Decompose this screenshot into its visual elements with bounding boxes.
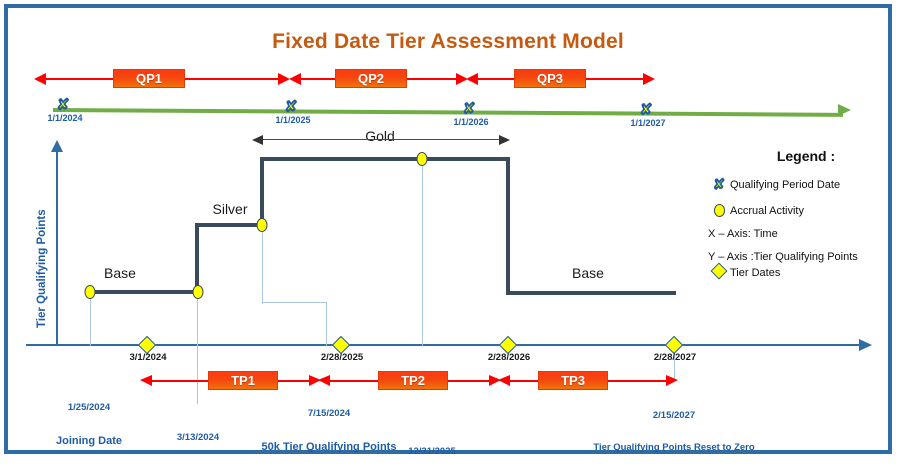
- circle-icon: [708, 204, 730, 217]
- qp-date-label-4: 1/1/2027: [630, 118, 666, 128]
- step-base-1: [90, 290, 198, 294]
- qp2-left-arrow-icon: [289, 73, 301, 85]
- qp-date-marker-icon-3: ✘: [462, 100, 476, 118]
- legend-item-tier-dates: Tier Dates: [708, 262, 904, 280]
- annotation-4: 12/31/2025 10k Tier Qualifying Points: [365, 426, 500, 466]
- guide-line-gold-drop: [326, 302, 327, 346]
- guide-line-gold-v: [262, 224, 263, 304]
- accrual-dot-1: [84, 285, 96, 299]
- y-axis-line: [56, 149, 58, 345]
- step-rise-gold: [260, 157, 264, 227]
- qp1-right-arrow-icon: [278, 73, 290, 85]
- annotation-2: 3/13/2024 25k Tier Qualifying Points Upg…: [131, 412, 266, 466]
- step-base-2: [506, 291, 676, 295]
- legend-label-2: Accrual Activity: [730, 204, 804, 217]
- x-axis-arrow-icon: [859, 339, 872, 351]
- accrual-dot-3: [256, 218, 268, 232]
- accrual-dot-4: [416, 152, 428, 166]
- qp3-left-arrow-icon: [466, 73, 478, 85]
- diagram-frame: Fixed Date Tier Assessment Model QP1 QP2…: [4, 4, 892, 466]
- step-silver-plateau: [195, 223, 264, 227]
- tp2-bar[interactable]: TP2: [378, 371, 448, 390]
- y-axis-label: Tier Qualifying Points: [36, 209, 48, 328]
- legend-label-5: Tier Dates: [730, 266, 781, 279]
- tier-date-label-1: 3/1/2024: [129, 352, 167, 363]
- guide-line-silver: [197, 294, 198, 404]
- annotation-5: 2/15/2027 Tier Qualifying Points Reset t…: [593, 390, 754, 466]
- tp2-right-arrow-icon: [489, 375, 501, 386]
- step-rise-silver: [195, 223, 199, 294]
- annotation-3-date: 7/15/2024: [307, 408, 351, 420]
- legend-item-x-axis: X – Axis: Time: [708, 228, 778, 240]
- tier-date-label-4: 2/28/2027: [653, 352, 697, 363]
- qualifying-timeline-line: [52, 108, 843, 117]
- qp-date-label-1: 1/1/2024: [47, 113, 83, 123]
- tier-label-base-2: Base: [572, 265, 604, 281]
- legend-item-qualifying-period-date: ✘ Qualifying Period Date: [708, 175, 904, 193]
- legend-panel: Legend : ✘ Qualifying Period Date Accrua…: [708, 148, 904, 291]
- y-axis-arrow-icon: [51, 140, 63, 152]
- qp2-bar[interactable]: QP2: [335, 69, 407, 88]
- tier-label-base-1: Base: [104, 265, 136, 281]
- tp1-bar[interactable]: TP1: [208, 371, 278, 390]
- diamond-icon: [708, 262, 730, 280]
- annotation-4-date: 12/31/2025: [408, 446, 456, 458]
- tp3-right-arrow-icon: [666, 375, 678, 386]
- qp-date-label-3: 1/1/2026: [453, 117, 489, 127]
- tp2-left-arrow-icon: [318, 375, 330, 386]
- annotation-1-date: 1/25/2024: [67, 402, 111, 414]
- annotation-2-date: 3/13/2024: [176, 432, 220, 444]
- qp1-bar[interactable]: QP1: [113, 69, 185, 88]
- qp-date-marker-icon-2: ✘: [284, 98, 298, 116]
- qp-date-marker-icon-4: ✘: [639, 101, 653, 119]
- guide-line-joining: [90, 294, 91, 346]
- tier-date-label-2: 2/28/2025: [320, 352, 364, 363]
- qp3-right-arrow-icon: [643, 73, 655, 85]
- qp1-left-arrow-icon: [34, 73, 46, 85]
- annotation-5-date: 2/15/2027: [652, 410, 696, 422]
- legend-heading: Legend :: [776, 148, 836, 164]
- legend-item-y-axis: Y – Axis :Tier Qualifying Points: [708, 251, 858, 263]
- x-mark-icon: ✘: [713, 175, 726, 192]
- annotation-1: 1/25/2024 Joining Date: [56, 382, 122, 466]
- qp-date-marker-icon-1: ✘: [56, 96, 70, 114]
- tp1-left-arrow-icon: [140, 375, 152, 386]
- gold-span-line: [260, 139, 505, 140]
- tier-label-gold: Gold: [359, 128, 401, 145]
- tp1-right-arrow-icon: [309, 375, 321, 386]
- legend-label-1: Qualifying Period Date: [730, 178, 841, 191]
- qp-date-label-2: 1/1/2025: [275, 115, 311, 125]
- annotation-3-line1: 50k Tier Qualifying Points: [261, 441, 397, 454]
- qp2-right-arrow-icon: [456, 73, 468, 85]
- tier-date-label-3: 2/28/2026: [487, 352, 531, 363]
- gold-right-arrow-icon: [499, 135, 510, 145]
- legend-item-accrual-activity: Accrual Activity: [708, 204, 904, 217]
- tp3-bar[interactable]: TP3: [538, 371, 608, 390]
- annotation-3: 7/15/2024 50k Tier Qualifying Points Upg…: [262, 388, 397, 466]
- guide-line-gold-h: [262, 302, 327, 303]
- page-title: Fixed Date Tier Assessment Model: [272, 30, 624, 53]
- x-axis-line: [26, 344, 864, 346]
- accrual-dot-2: [192, 285, 204, 299]
- qualifying-timeline-arrow-icon: [838, 104, 851, 116]
- qp3-bar[interactable]: QP3: [514, 69, 586, 88]
- annotation-1-line1: Joining Date: [55, 435, 123, 448]
- tp3-left-arrow-icon: [498, 375, 510, 386]
- annotation-5-line1: Tier Qualifying Points Reset to Zero: [593, 442, 755, 454]
- guide-line-reset: [674, 346, 675, 382]
- tier-label-silver: Silver: [212, 201, 248, 217]
- step-gold-plateau: [260, 157, 510, 161]
- step-drop-base: [506, 157, 510, 295]
- gold-left-arrow-icon: [252, 135, 263, 145]
- guide-line-accrual: [422, 160, 423, 346]
